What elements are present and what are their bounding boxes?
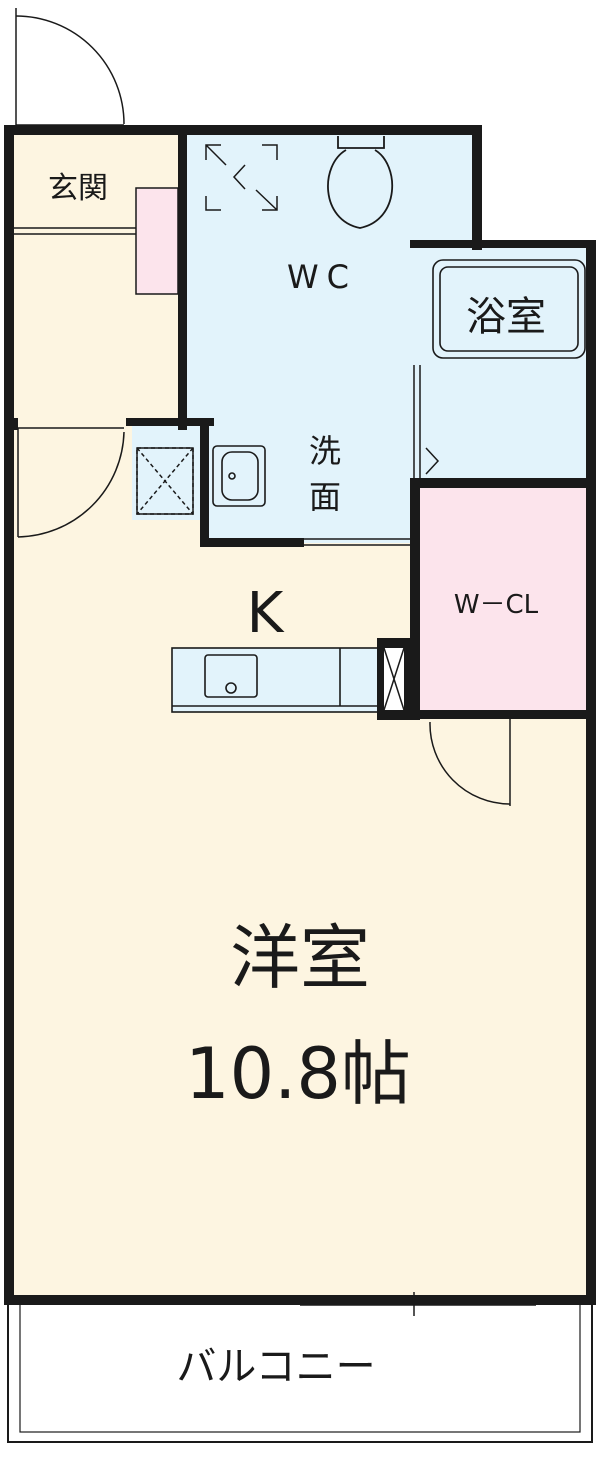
closet-label: W－CL	[454, 590, 539, 620]
western-room-size: 10.8帖	[185, 1033, 411, 1115]
walls	[4, 125, 596, 1305]
entrance-door	[15, 8, 125, 132]
balcony-label: バルコニー	[176, 1344, 375, 1390]
washroom-label-2: 面	[309, 478, 341, 516]
washing-machine-floor	[132, 425, 208, 520]
kitchen-counter	[171, 647, 379, 713]
toilet-icon	[327, 136, 394, 229]
kitchen-label: K	[247, 581, 285, 646]
shoe-cabinet	[135, 187, 179, 295]
refrigerator-icon	[377, 638, 411, 720]
western-room-label: 洋室	[230, 917, 370, 999]
bath-label: 浴室	[466, 294, 546, 340]
washroom-floor	[206, 425, 414, 543]
bathtub-icon	[432, 259, 586, 359]
wc-label: WC	[287, 258, 357, 296]
closet-floor	[420, 486, 588, 712]
wash-basin-icon	[212, 445, 266, 507]
closet-door	[429, 715, 512, 806]
balcony-outline	[7, 1299, 593, 1443]
bath-door-mark	[425, 447, 440, 475]
entrance-label: 玄関	[48, 171, 108, 206]
ventilation-icon	[205, 144, 278, 211]
hall-door	[16, 427, 125, 538]
bath-floor	[414, 246, 594, 482]
balcony-window	[300, 1292, 536, 1316]
washroom-label-1: 洗	[309, 432, 341, 470]
